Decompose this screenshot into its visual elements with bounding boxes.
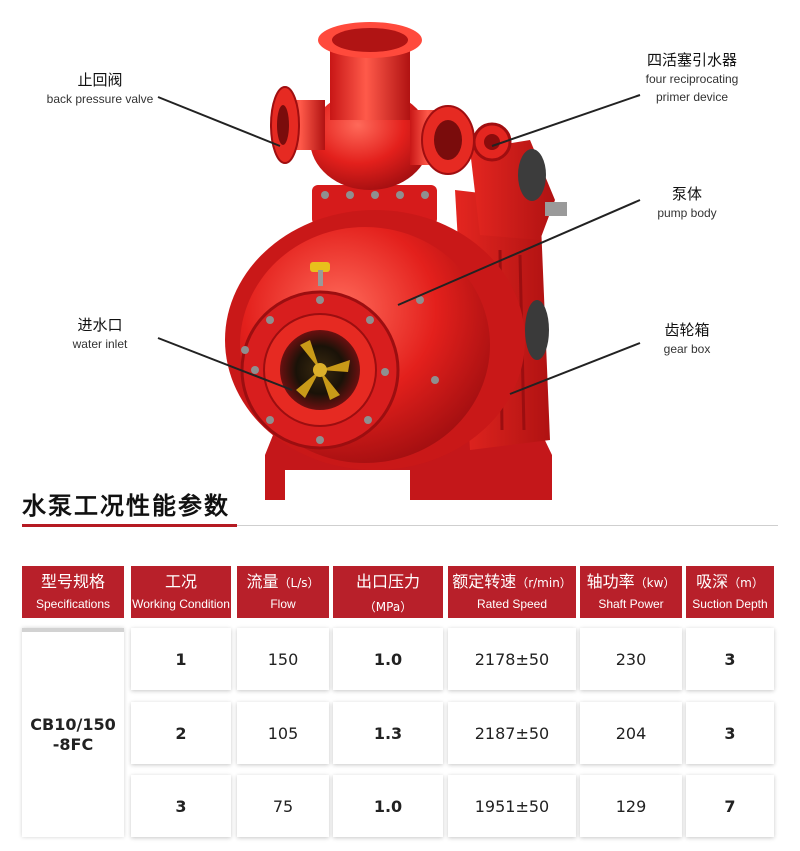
header-label-en: Flow: [270, 597, 296, 611]
callout-label-cn: 四活塞引水器: [646, 51, 737, 69]
cell-speed: 1951±50: [448, 775, 576, 837]
callout-pump-body: 泵体 pump body: [640, 184, 734, 222]
header-shaft-power: 轴功率（kw） Shaft Power: [580, 566, 682, 618]
callout-label-cn: 进水口: [77, 316, 123, 334]
header-label-en: Working Condition: [132, 597, 230, 611]
header-label-cn: 额定转速（r/min）: [452, 572, 572, 591]
callout-label-en: back pressure valve: [46, 92, 154, 106]
cell-condition: 1: [131, 628, 231, 690]
callout-label-en: pump body: [657, 206, 717, 220]
callout-primer-device: 四活塞引水器 four reciprocating primer device: [628, 50, 756, 106]
title-underline: [22, 524, 237, 527]
header-label-cn: 型号规格: [40, 572, 105, 591]
pump-image: [157, 22, 641, 500]
cell-power: 129: [580, 775, 682, 837]
cell-speed: 2178±50: [448, 628, 576, 690]
callout-gear-box: 齿轮箱 gear box: [648, 320, 726, 358]
cell-pressure: 1.0: [333, 775, 443, 837]
model-cell: CB10/150 -8FC: [22, 628, 124, 837]
header-specifications: 型号规格 Specifications: [22, 566, 124, 618]
cell-condition: 3: [131, 775, 231, 837]
header-label-en: Specifications: [35, 597, 111, 611]
header-label-cn: 出口压力（MPa）: [355, 572, 420, 614]
header-label-en: Shaft Power: [598, 597, 664, 611]
callout-water-inlet: 进水口 water inlet: [60, 315, 140, 353]
header-label-cn: 工况: [164, 572, 197, 591]
pump-illustration: 止回阀 back pressure valve 四活塞引水器 four reci…: [40, 22, 756, 500]
callout-label-cn: 止回阀: [77, 71, 123, 89]
cell-depth: 3: [686, 702, 774, 764]
header-label-cn: 轴功率（kw）: [586, 572, 676, 591]
cell-power: 204: [580, 702, 682, 764]
section-title: 水泵工况性能参数: [22, 492, 230, 520]
cell-pressure: 1.3: [333, 702, 443, 764]
header-label-cn: 吸深（m）: [696, 572, 764, 591]
cell-condition: 2: [131, 702, 231, 764]
header-exit-pressure: 出口压力（MPa） Exit Pressure: [333, 566, 443, 635]
callout-label-en: four reciprocating: [645, 72, 739, 86]
header-label-cn: 流量（L/s）: [246, 572, 320, 591]
header-suction-depth: 吸深（m） Suction Depth: [686, 566, 774, 618]
callout-label-cn: 齿轮箱: [664, 321, 710, 339]
cell-flow: 105: [237, 702, 329, 764]
cell-flow: 75: [237, 775, 329, 837]
header-label-en: Rated Speed: [476, 597, 548, 611]
cell-power: 230: [580, 628, 682, 690]
callout-label-cn: 泵体: [671, 185, 702, 203]
callout-label-en: gear box: [663, 342, 711, 356]
header-flow: 流量（L/s） Flow: [237, 566, 329, 618]
cell-pressure: 1.0: [333, 628, 443, 690]
callout-label-en: primer device: [655, 90, 729, 104]
title-divider: [237, 525, 778, 526]
cell-depth: 7: [686, 775, 774, 837]
cell-depth: 3: [686, 628, 774, 690]
callout-label-en: water inlet: [72, 337, 128, 351]
callout-back-pressure-valve: 止回阀 back pressure valve: [40, 70, 160, 108]
cell-speed: 2187±50: [448, 702, 576, 764]
header-rated-speed: 额定转速（r/min） Rated Speed: [448, 566, 576, 618]
header-label-en: Suction Depth: [692, 597, 768, 611]
header-working-condition: 工况 Working Condition: [131, 566, 231, 618]
cell-flow: 150: [237, 628, 329, 690]
